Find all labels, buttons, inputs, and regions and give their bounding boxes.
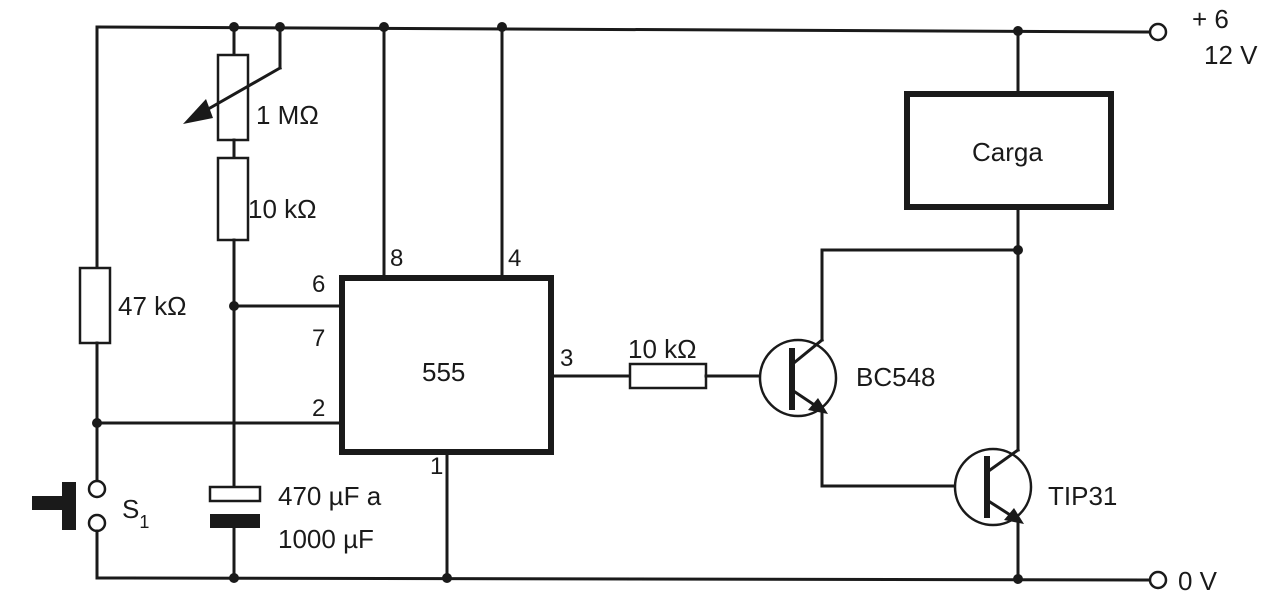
- ground-label: 0 V: [1178, 566, 1218, 596]
- ground-rail: [95, 576, 1150, 582]
- positive-terminal: [1148, 22, 1168, 42]
- ic-555-label: 555: [422, 357, 465, 387]
- capacitor-plate-positive: [208, 485, 262, 503]
- switch-label: S1: [122, 494, 149, 532]
- load-box: [904, 91, 1114, 210]
- junction-q2-ground: [1013, 574, 1023, 584]
- tip31-label: TIP31: [1048, 481, 1117, 511]
- positive-label-1: + 6: [1192, 4, 1229, 34]
- pin-6-label: 6: [312, 271, 325, 298]
- pot-label: 1 MΩ: [256, 100, 319, 130]
- transistor-tip31: [953, 447, 1033, 527]
- pin-7-label: 7: [312, 325, 325, 352]
- positive-rail: [95, 25, 1150, 34]
- resistor-47k-label: 47 kΩ: [118, 291, 187, 321]
- pin-2-label: 2: [312, 395, 325, 422]
- positive-label-2: 12 V: [1204, 40, 1258, 70]
- resistor-10k-timing-label: 10 kΩ: [248, 194, 317, 224]
- bc548-collector: [792, 337, 825, 365]
- pin-3-label: 3: [560, 345, 573, 372]
- capacitor-label-2: 1000 µF: [278, 524, 374, 554]
- pot-wiper-diag: [193, 65, 283, 119]
- ground-terminal: [1148, 570, 1168, 590]
- ic-555-body: [339, 275, 554, 455]
- capacitor-plate-negative: [210, 514, 260, 528]
- capacitor-label-1: 470 µF a: [278, 481, 382, 511]
- potentiometer-1m: [216, 53, 250, 142]
- load-label: Carga: [972, 137, 1043, 167]
- switch-contact-top: [87, 479, 107, 499]
- pin-8-label: 8: [390, 245, 403, 272]
- junction-pin1-ground: [442, 573, 452, 583]
- transistor-bc548: [758, 338, 838, 418]
- junction-cap-ground: [229, 573, 239, 583]
- pin-4-label: 4: [508, 245, 521, 272]
- bc548-label: BC548: [856, 362, 936, 392]
- switch-contact-bottom: [87, 513, 107, 533]
- tip31-collector: [987, 447, 1021, 473]
- resistor-10k-timing: [216, 156, 250, 242]
- resistor-10k-base-label: 10 kΩ: [628, 334, 697, 364]
- resistor-10k-base: [628, 362, 708, 390]
- pin-1-label: 1: [430, 453, 443, 480]
- switch-button: [32, 496, 64, 510]
- resistor-47k: [78, 266, 112, 345]
- switch-actuator: [62, 482, 76, 530]
- pot-arrow-head: [183, 99, 213, 124]
